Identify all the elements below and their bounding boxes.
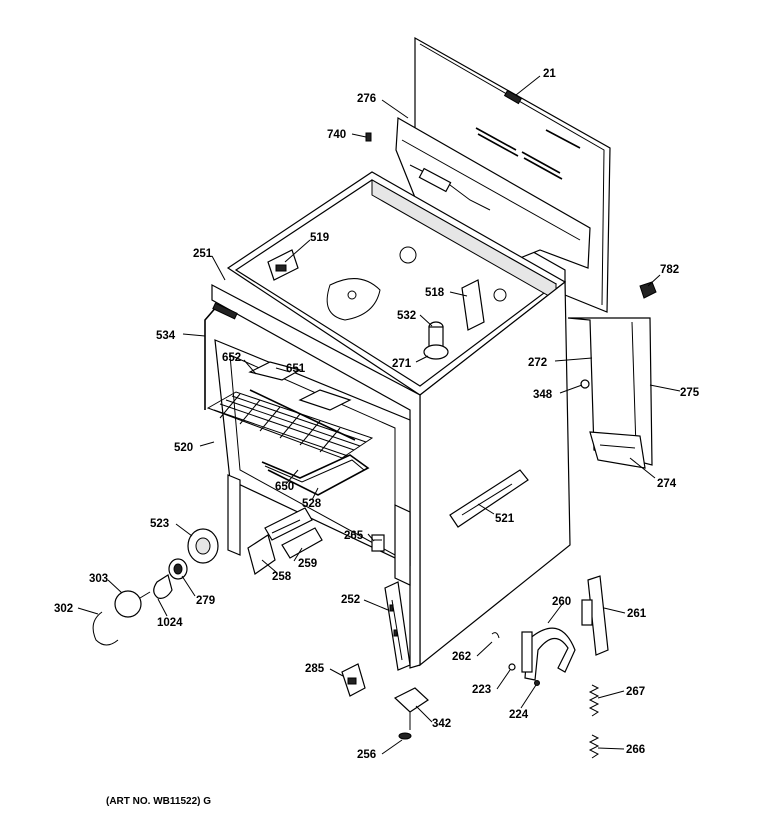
oven-cabinet-drawing (211, 171, 571, 669)
part-label-251: 251 (193, 248, 213, 260)
art-number: (ART NO. WB11522) G (106, 796, 211, 807)
part-label-534: 534 (156, 330, 176, 342)
part-label-652: 652 (222, 352, 241, 364)
part-label-262: 262 (452, 651, 471, 663)
part-label-523: 523 (150, 518, 169, 530)
part-label-519: 519 (310, 232, 329, 244)
bracket-252-drawing (384, 581, 411, 671)
part-label-521: 521 (495, 513, 515, 525)
part-label-303: 303 (89, 573, 108, 585)
part-label-651: 651 (286, 363, 306, 375)
part-label-740: 740 (327, 129, 346, 141)
door-hinge-drawing (491, 575, 609, 759)
receptacle-265-drawing (371, 534, 385, 552)
slides-drawing (247, 507, 323, 575)
part-label-650: 650 (275, 481, 294, 493)
part-label-302: 302 (54, 603, 73, 615)
part-labels: 21 276 740 782 519 251 518 534 532 652 6… (54, 68, 700, 761)
part-label-782: 782 (660, 264, 679, 276)
right-side-parts-drawing (567, 281, 657, 469)
part-label-258: 258 (272, 571, 292, 583)
leader-lines (77, 75, 681, 755)
part-label-342: 342 (432, 718, 451, 730)
part-label-274: 274 (657, 478, 677, 490)
part-label-267: 267 (626, 686, 645, 698)
part-label-252: 252 (341, 594, 360, 606)
part-label-348: 348 (533, 389, 553, 401)
part-label-256: 256 (357, 749, 376, 761)
part-label-260: 260 (552, 596, 571, 608)
part-label-276: 276 (357, 93, 376, 105)
part-label-261: 261 (627, 608, 647, 620)
part-label-21: 21 (543, 68, 556, 80)
part-label-279: 279 (196, 595, 215, 607)
screw-740-drawing (365, 132, 372, 142)
part-label-223: 223 (472, 684, 491, 696)
oven-light-drawing (92, 528, 219, 646)
gasket-drawing (204, 302, 238, 410)
part-label-528: 528 (302, 498, 322, 510)
leveling-leg-drawing (341, 663, 429, 740)
part-label-1024: 1024 (157, 617, 183, 629)
part-label-271: 271 (392, 358, 412, 370)
part-label-520: 520 (174, 442, 193, 454)
part-label-532: 532 (397, 310, 416, 322)
part-label-266: 266 (626, 744, 645, 756)
part-label-265: 265 (344, 530, 364, 542)
part-label-275: 275 (680, 387, 700, 399)
broil-shield-drawing (248, 361, 352, 411)
part-label-272: 272 (528, 357, 547, 369)
part-label-285: 285 (305, 663, 325, 675)
part-label-259: 259 (298, 558, 317, 570)
oven-rack-drawing (206, 389, 374, 459)
part-label-224: 224 (509, 709, 529, 721)
part-label-518: 518 (425, 287, 445, 299)
lower-frame-drawing (227, 474, 411, 586)
